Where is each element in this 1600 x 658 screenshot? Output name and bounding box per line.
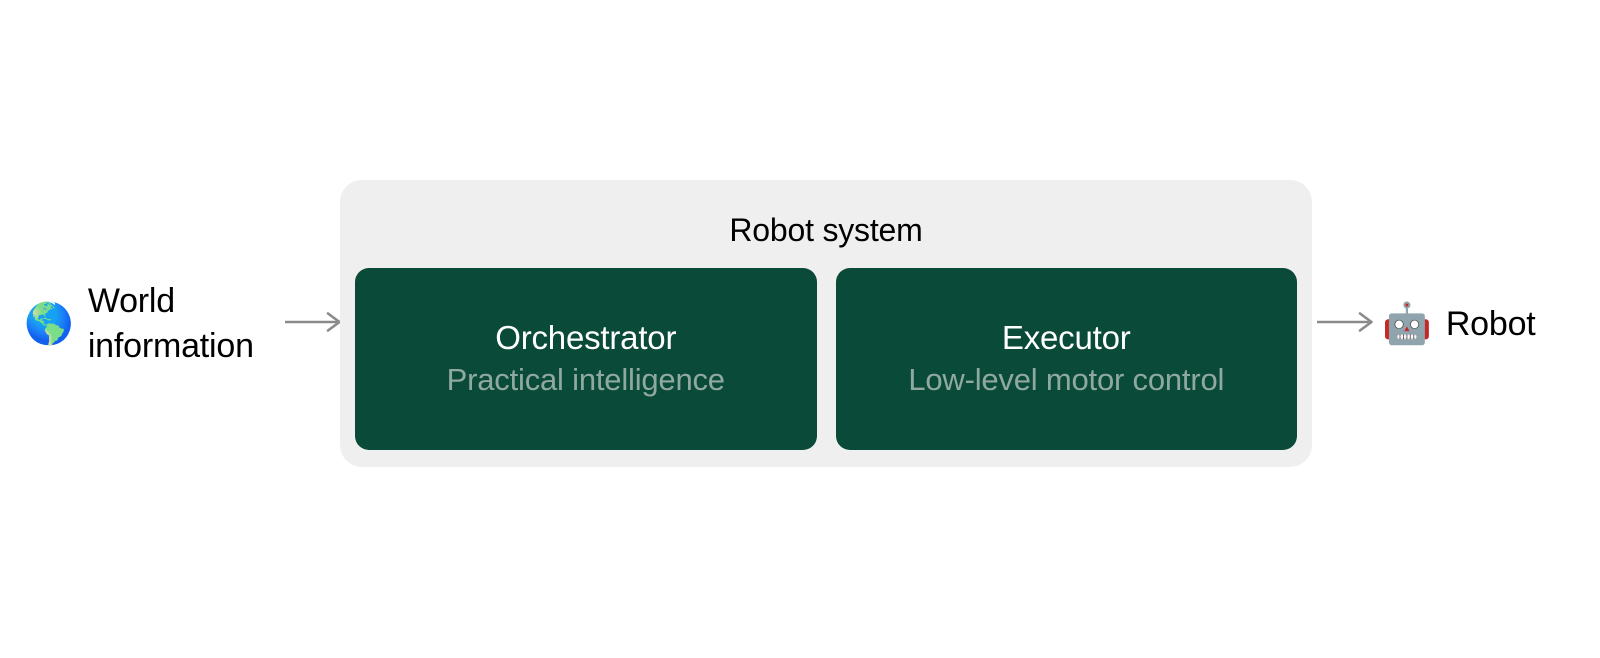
robot-face-icon: 🤖 bbox=[1382, 301, 1432, 347]
globe-americas-icon: 🌎 bbox=[24, 301, 74, 347]
robot-output-label: Robot bbox=[1445, 304, 1536, 343]
module-orchestrator-subtitle: Practical intelligence bbox=[446, 362, 725, 398]
module-executor[interactable]: Executor Low-level motor control bbox=[835, 268, 1297, 450]
modules-row: Orchestrator Practical intelligence Exec… bbox=[355, 268, 1297, 450]
module-orchestrator[interactable]: Orchestrator Practical intelligence bbox=[355, 268, 817, 450]
output-node: 🤖 Robot bbox=[1382, 298, 1536, 350]
robot-system-container: Robot system Orchestrator Practical inte… bbox=[340, 180, 1312, 467]
module-executor-title: Executor bbox=[1001, 319, 1131, 357]
module-orchestrator-title: Orchestrator bbox=[495, 319, 677, 357]
arrow-right-icon-output bbox=[1316, 310, 1378, 334]
module-executor-subtitle: Low-level motor control bbox=[908, 362, 1225, 398]
input-node: 🌎 World information bbox=[24, 276, 254, 372]
world-information-label: World information bbox=[87, 282, 254, 365]
robot-system-title: Robot system bbox=[729, 212, 923, 248]
arrow-right-icon-input bbox=[284, 310, 346, 334]
